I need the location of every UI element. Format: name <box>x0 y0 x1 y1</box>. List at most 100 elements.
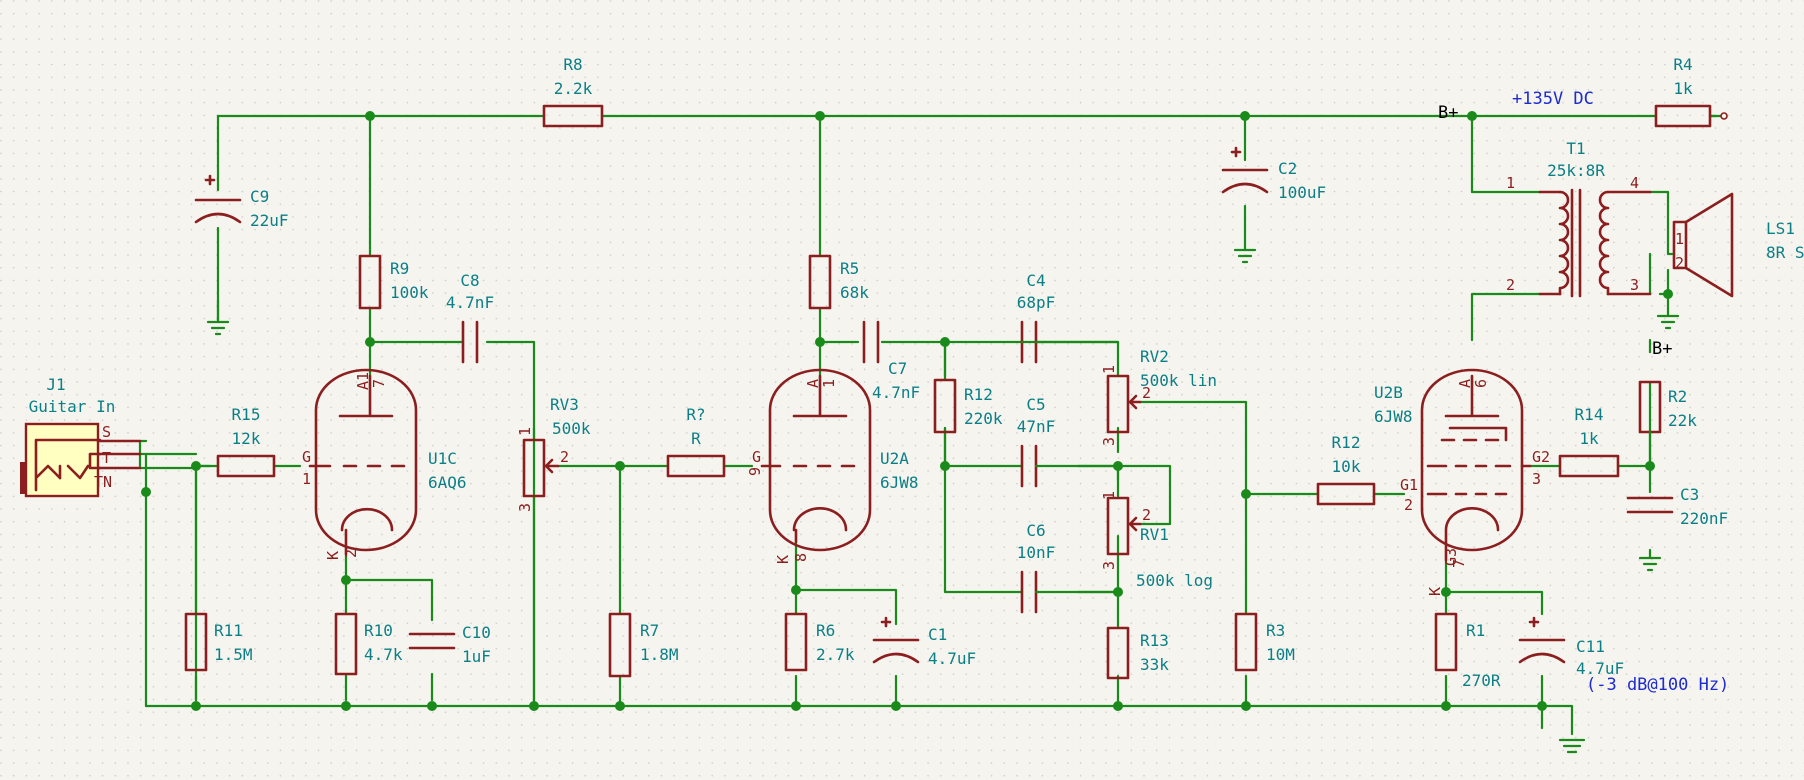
r9-value: 100k <box>390 283 429 302</box>
capacitor-c8: C8 4.7nF <box>446 271 494 364</box>
rv2-pin-3: 3 <box>1100 437 1118 446</box>
resistor-r15: R15 12k <box>216 405 276 478</box>
u2b-pin-g2: G2 <box>1532 448 1550 466</box>
u1c-pin-7: 7 <box>370 379 388 388</box>
rq-ref: R? <box>686 405 705 424</box>
t1-pin-2: 2 <box>1506 276 1515 294</box>
rv3-pin-1: 1 <box>516 427 534 436</box>
r6-ref: R6 <box>816 621 835 640</box>
u2b-pin-6: 6 <box>1472 379 1490 388</box>
c1-ref: C1 <box>928 625 947 644</box>
c5-value: 47nF <box>1017 417 1056 436</box>
t1-value: 25k:8R <box>1547 161 1605 180</box>
potentiometer-rv2: 1 2 3 RV2 500k lin <box>1100 347 1217 446</box>
c5-ref: C5 <box>1026 395 1045 414</box>
j1-pin-s: S <box>102 423 111 441</box>
resistor-r9: R9 100k <box>358 254 429 310</box>
r3-ref: R3 <box>1266 621 1285 640</box>
capacitor-c2: C2 100uF <box>1221 146 1326 264</box>
u1c-value: 6AQ6 <box>428 473 467 492</box>
t1-pin-1: 1 <box>1506 174 1515 192</box>
c10-ref: C10 <box>462 623 491 642</box>
t1-pin-3: 3 <box>1630 276 1639 294</box>
r13-ref: R13 <box>1140 631 1169 650</box>
u2a-value: 6JW8 <box>880 473 919 492</box>
u1c-ref: U1C <box>428 449 457 468</box>
r10-ref: R10 <box>364 621 393 640</box>
t1-pin-4: 4 <box>1630 174 1639 192</box>
t1-ref: T1 <box>1566 139 1585 158</box>
u1c-pin-g: G <box>302 448 311 466</box>
c8-value: 4.7nF <box>446 293 494 312</box>
c11-value: 4.7uF <box>1576 659 1624 678</box>
capacitor-c4: C4 68pF <box>1017 271 1055 364</box>
capacitor-c10: C10 1uF <box>408 623 491 666</box>
r11-value: 1.5M <box>214 645 253 664</box>
u2b-pin-g3: G3 <box>1442 548 1460 566</box>
u2a-pin-1: 1 <box>820 379 838 388</box>
rv2-pin-1: 1 <box>1100 365 1118 374</box>
resistor-r11: R11 1.5M <box>184 612 253 672</box>
u2a-pin-9: 9 <box>746 467 764 476</box>
u2b-pin-k: K <box>1426 587 1444 596</box>
resistor-r-unassigned: R? R <box>666 405 726 478</box>
capacitor-c3: C3 220nF <box>1626 485 1728 572</box>
c9-value: 22uF <box>250 211 289 230</box>
resistor-r4: R4 1k <box>1654 55 1728 128</box>
j1-ref: J1 <box>46 375 65 394</box>
rv2-ref: RV2 <box>1140 347 1169 366</box>
tube-u1c: A1 7 G 1 K 2 U1C 6AQ6 <box>302 368 467 560</box>
r1-ref: R1 <box>1466 621 1485 640</box>
u2a-pin-a: A <box>804 379 822 388</box>
jack-j1: S T TN J1 Guitar In <box>20 375 142 498</box>
u2b-ref: U2B <box>1374 383 1403 402</box>
u2b-pin-g1: G1 <box>1400 476 1418 494</box>
rv3-pin-3: 3 <box>516 503 534 512</box>
u1c-pin-k: K <box>324 551 342 560</box>
junctions <box>141 111 1673 711</box>
r15-ref: R15 <box>232 405 261 424</box>
tube-u2a: A 1 G 9 K 8 U2A 6JW8 <box>746 368 919 564</box>
rolloff-note: (-3 dB@100 Hz) <box>1586 675 1729 695</box>
rv2-value: 500k lin <box>1140 371 1217 390</box>
capacitor-c9: C9 22uF <box>194 174 289 336</box>
rv3-value: 500k <box>552 419 591 438</box>
r12a-ref: R12 <box>964 385 993 404</box>
u2b-pin-2: 2 <box>1404 496 1413 514</box>
c6-ref: C6 <box>1026 521 1045 540</box>
resistor-r10: R10 4.7k <box>334 612 403 676</box>
u1c-pin-a1: A1 <box>354 372 372 390</box>
r1-value: 270R <box>1462 671 1501 690</box>
r8-value: 2.2k <box>554 79 593 98</box>
potentiometer-rv3: 1 2 3 RV3 500k <box>516 395 591 512</box>
tube-u2b: A 6 G1 2 G2 3 K G3 7 U2B 6JW8 <box>1374 368 1550 596</box>
bplus-net-label-r2: B+ <box>1652 339 1672 359</box>
u2b-pin-3: 3 <box>1532 470 1541 488</box>
ground-symbol-main <box>1558 738 1586 754</box>
r8-ref: R8 <box>563 55 582 74</box>
speaker-ls1: 1 2 LS1 8R S <box>1656 192 1804 330</box>
u2a-pin-8: 8 <box>792 553 810 562</box>
r4-ref: R4 <box>1673 55 1692 74</box>
j1-pin-t: T <box>102 449 111 467</box>
resistor-r1: R1 270R <box>1434 612 1501 690</box>
wires <box>138 114 1722 736</box>
r5-ref: R5 <box>840 259 859 278</box>
resistor-r14: R14 1k <box>1558 405 1620 478</box>
resistor-r12-grid: R12 10k <box>1316 433 1376 506</box>
c3-value: 220nF <box>1680 509 1728 528</box>
ls1-pin-1: 1 <box>1675 230 1684 248</box>
r13-value: 33k <box>1140 655 1169 674</box>
capacitor-c11: C11 4.7uF <box>1518 616 1624 678</box>
r7-value: 1.8M <box>640 645 679 664</box>
ls1-value: 8R S <box>1766 243 1804 262</box>
c4-ref: C4 <box>1026 271 1045 290</box>
resistor-r12-tonestack: R12 220k <box>933 378 1003 434</box>
j1-value: Guitar In <box>29 397 116 416</box>
resistor-r7: R7 1.8M <box>608 612 679 678</box>
rv3-pin-2: 2 <box>560 448 569 466</box>
u2a-pin-k: K <box>774 555 792 564</box>
supply-voltage-label: +135V DC <box>1512 89 1594 109</box>
